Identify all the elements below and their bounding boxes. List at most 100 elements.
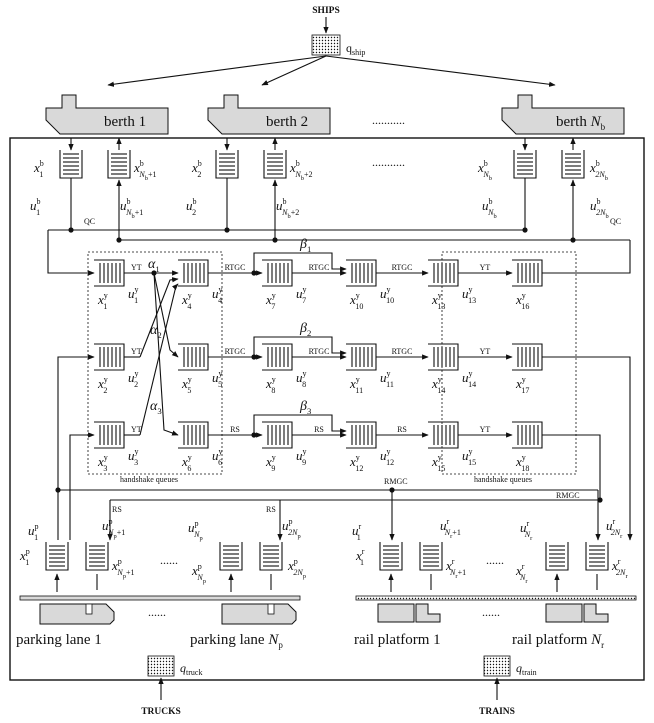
- handshake-label-left: handshake queues: [120, 475, 178, 484]
- yard-queue-10: [346, 259, 377, 287]
- yard-to-rail: [542, 356, 633, 541]
- queue-frame: [419, 542, 443, 571]
- train-car: [545, 603, 583, 623]
- rail-track: [355, 595, 637, 601]
- crane-label: YT: [480, 425, 491, 434]
- ship-queue-icon: [311, 34, 341, 56]
- junction-dot: [597, 497, 603, 503]
- queue-frame: [545, 542, 569, 571]
- queue-frame: [585, 542, 609, 571]
- landside-to-yard-row2: [57, 354, 95, 540]
- berth-queue-1: [59, 150, 83, 179]
- qc-left-label: QC: [84, 217, 95, 226]
- q-ship-label: qship: [346, 41, 365, 57]
- queue-frame: [45, 542, 69, 571]
- yard-queue-14: [428, 343, 459, 371]
- yard-queue-16: [512, 259, 543, 287]
- rs-label-1: RS: [112, 505, 122, 514]
- trucks-label: TRUCKS: [141, 707, 181, 717]
- train-icon: [377, 603, 441, 623]
- crane-label: YT: [131, 425, 142, 434]
- queue-frame: [107, 150, 131, 179]
- beta-label: β1: [299, 237, 311, 254]
- crane-label: RTGC: [309, 347, 330, 356]
- alpha-3-label: α3: [150, 399, 162, 416]
- berth-queue-dots: ...........: [372, 155, 405, 169]
- queue-frame: [561, 150, 585, 179]
- yard-queue-9: [262, 421, 293, 449]
- crane-label: RS: [314, 425, 324, 434]
- truck-icon: [221, 603, 297, 625]
- berth-dots: ...........: [372, 113, 405, 127]
- yard-queue-15: [428, 421, 459, 449]
- parking-queue-Np1: [85, 542, 109, 571]
- beta-bypass-arrow: [253, 252, 347, 273]
- ships-label: SHIPS: [312, 6, 339, 16]
- qc-right-label: QC: [610, 217, 621, 226]
- cross-arrow: [139, 277, 179, 358]
- beta-bypass-arrow: [253, 414, 347, 435]
- cross-arrow: [153, 272, 179, 358]
- berth-1: berth 1: [45, 94, 169, 135]
- alpha-1-label: α1: [148, 257, 160, 274]
- yard-queue-8: [262, 343, 293, 371]
- q-train-label: qtrain: [516, 661, 537, 677]
- qc-to-yard: [47, 230, 95, 276]
- berth-queue-Nb: [513, 150, 537, 179]
- rs-label-2: RS: [266, 505, 276, 514]
- handshake-label-right: handshake queues: [474, 475, 532, 484]
- crane-label: YT: [131, 347, 142, 356]
- crane-label: YT: [480, 263, 491, 272]
- ship-to-berth1: [107, 55, 327, 87]
- crane-label: YT: [480, 347, 491, 356]
- rail-dots-top: ......: [486, 553, 504, 567]
- rail-queue-Nr1: [419, 542, 443, 571]
- cross-arrow: [153, 272, 179, 436]
- berth-2-label: berth 2: [266, 114, 308, 130]
- truck-body: [221, 603, 297, 625]
- crane-label: RTGC: [225, 347, 246, 356]
- berth-queue-2Nb: [561, 150, 585, 179]
- berth-1-label: berth 1: [104, 114, 146, 130]
- truck-body: [39, 603, 115, 625]
- truck-cab-gap: [267, 603, 275, 615]
- yard-queue-13: [428, 259, 459, 287]
